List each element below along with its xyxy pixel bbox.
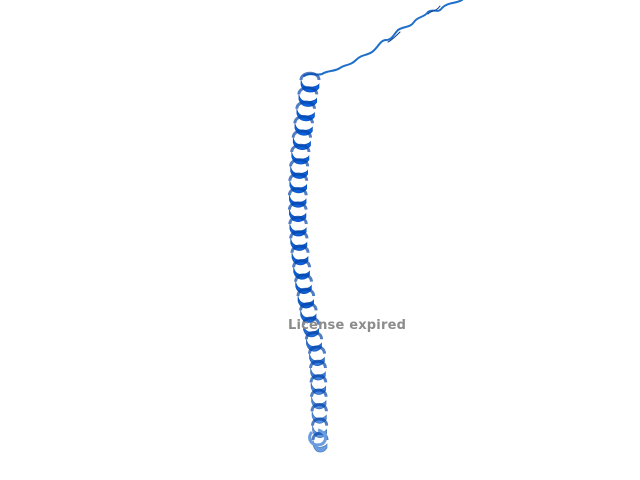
helix-turn-back xyxy=(310,388,328,398)
helix-turn-back xyxy=(289,158,310,167)
helix-turn-back xyxy=(291,129,313,138)
helix-turn-back xyxy=(294,273,313,282)
helix-turn-back xyxy=(297,86,319,95)
helix-turn-back xyxy=(287,186,308,196)
helix-turn-back xyxy=(299,302,318,311)
helix-turn-back xyxy=(309,359,327,369)
helix-turn-back xyxy=(290,244,310,254)
coil-segment-shadow xyxy=(387,5,441,43)
helix-turn-back xyxy=(296,287,316,297)
helix-turn-back xyxy=(309,374,328,383)
coil-segment xyxy=(303,0,463,77)
helix-turn-back xyxy=(295,100,317,110)
helix-turn-back xyxy=(310,402,328,412)
helix-turn-back xyxy=(299,71,321,81)
alpha-helix xyxy=(287,71,329,453)
helix-turn-back xyxy=(311,417,329,426)
license-watermark: License expired xyxy=(288,318,407,333)
helix-terminus xyxy=(308,428,327,447)
helix-turn-back xyxy=(292,258,312,268)
helix-turn xyxy=(306,339,322,352)
helix-turn-back xyxy=(287,201,308,210)
helix-turn-back xyxy=(301,316,321,326)
helix-turn-back xyxy=(290,143,311,153)
helix-turn-back xyxy=(288,172,309,182)
helix-turn-back xyxy=(304,330,324,340)
helix-turn-back xyxy=(289,230,309,239)
helix-turn-back xyxy=(293,114,314,124)
helix-turn-back xyxy=(288,215,308,225)
helix-turn-back xyxy=(308,345,326,354)
